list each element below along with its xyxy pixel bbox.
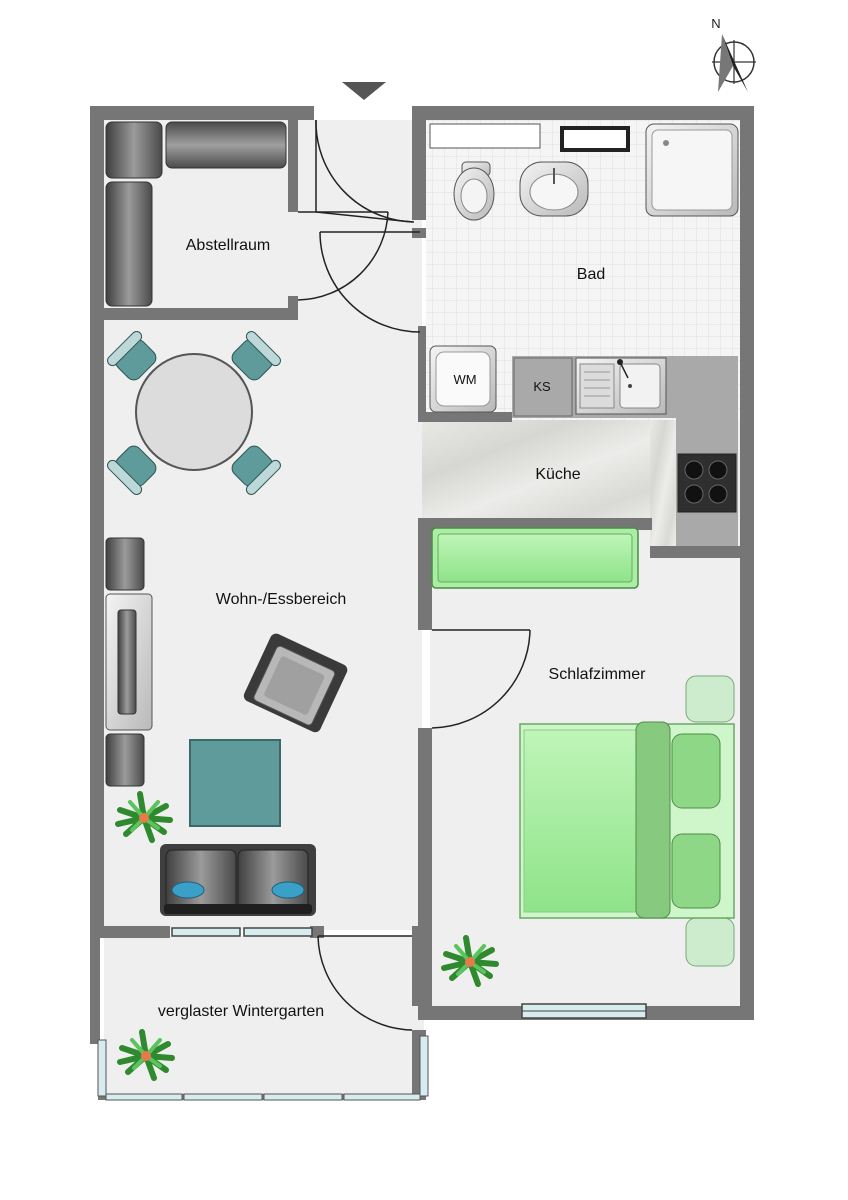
compass-north-label: N (711, 16, 720, 31)
plant-icon (117, 1029, 175, 1081)
room-label-schlafzimmer: Schlafzimmer (549, 666, 647, 683)
tv-cabinet (105, 537, 153, 787)
windows (97, 927, 647, 1101)
room-label-bad: Bad (577, 266, 605, 283)
stove (677, 453, 737, 513)
plant-icon (441, 935, 499, 987)
fridge: KS (513, 357, 573, 417)
toilet (453, 161, 495, 221)
washbasin (519, 161, 589, 217)
compass: N (711, 16, 756, 92)
dining-chair (107, 331, 157, 381)
room-label-wohn-essbereich: Wohn-/Essbereich (216, 591, 346, 608)
wardrobe (431, 527, 639, 589)
ks-label: KS (533, 379, 551, 394)
bath-cabinet (429, 123, 630, 152)
armchair (243, 633, 348, 733)
wm-label: WM (453, 372, 476, 387)
walls (90, 106, 754, 1100)
room-label-abstellraum: Abstellraum (186, 237, 270, 254)
room-label-kueche: Küche (535, 466, 580, 483)
room-label-wintergarten: verglaster Wintergarten (158, 1003, 324, 1020)
storage-shelves (105, 121, 287, 307)
room-labels: Abstellraum Bad Küche Wohn-/Essbereich S… (158, 237, 646, 1020)
north-arrow-icon (712, 34, 756, 92)
dining-chair (231, 331, 281, 381)
dining-chair (107, 445, 157, 495)
shower (645, 123, 739, 217)
washing-machine: WM (429, 345, 497, 413)
plant-icon (115, 791, 173, 843)
kitchen-sink (575, 357, 667, 415)
dining-table (107, 331, 281, 495)
doors (297, 119, 531, 1031)
sofa (160, 844, 316, 916)
coffee-table (189, 739, 281, 827)
bed (519, 675, 735, 967)
entrance-arrow-icon (342, 82, 386, 100)
dining-chair (231, 445, 281, 495)
